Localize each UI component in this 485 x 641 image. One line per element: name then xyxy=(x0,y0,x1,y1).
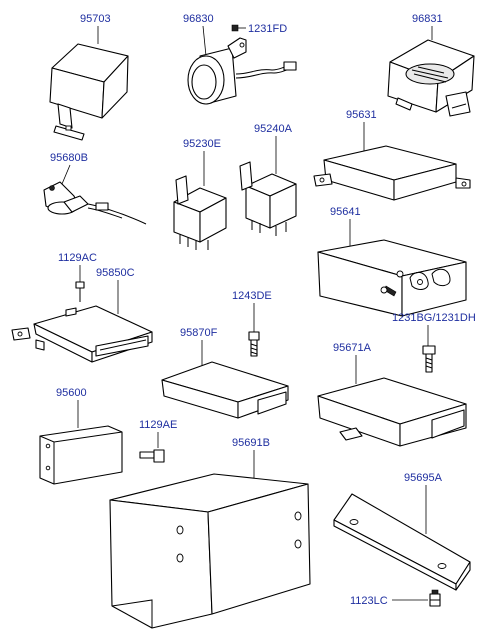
label-95691B: 95691B xyxy=(232,437,270,449)
bolt-1123LC: 1123LC xyxy=(350,589,441,607)
label-95240A: 95240A xyxy=(254,123,293,135)
label-95641: 95641 xyxy=(330,206,361,218)
relay-95230E: 95230E xyxy=(173,138,227,250)
relay-95240A: 95240A xyxy=(239,123,297,236)
label-95703: 95703 xyxy=(80,13,111,25)
label-95695A: 95695A xyxy=(404,472,443,484)
label-1129AE: 1129AE xyxy=(139,419,177,431)
label-1231FD: 1231FD xyxy=(248,23,287,35)
module-95870F: 95870F xyxy=(161,327,289,419)
bracket-95695A: 95695A xyxy=(333,472,471,591)
label-1129AC: 1129AC xyxy=(58,252,97,264)
speaker-96831: 96831 xyxy=(387,13,475,117)
label-96831: 96831 xyxy=(412,13,443,25)
bolt-1243DE: 1243DE xyxy=(232,290,272,357)
label-95671A: 95671A xyxy=(333,342,372,354)
module-95850C: 95850C xyxy=(11,267,153,363)
bolt-1129AE: 1129AE xyxy=(139,419,177,463)
label-1123LC: 1123LC xyxy=(350,595,388,607)
module-95641: 95641 xyxy=(317,206,467,317)
relay-box-95703: 95703 xyxy=(49,13,129,141)
label-96830: 96830 xyxy=(183,13,214,25)
sensor-95680B: 95680B xyxy=(43,152,147,225)
label-95680B: 95680B xyxy=(50,152,88,164)
label-95631: 95631 xyxy=(346,109,377,121)
module-95631: 95631 xyxy=(313,109,471,201)
label-95600: 95600 xyxy=(56,387,87,399)
label-1243DE: 1243DE xyxy=(232,290,272,302)
buzzer-96830: 96830 1231FD xyxy=(183,13,297,105)
label-1231BG: 1231BG/1231DH xyxy=(392,312,476,324)
bolt-1129AC: 1129AC xyxy=(58,252,97,302)
label-95850C: 95850C xyxy=(96,267,135,279)
cover-95691B: 95691B xyxy=(109,437,311,629)
panel-95600: 95600 xyxy=(39,387,123,485)
bolt-1231BG: 1231BG/1231DH xyxy=(392,312,476,373)
module-95671A: 95671A xyxy=(317,342,467,447)
label-95870F: 95870F xyxy=(180,327,218,339)
label-95230E: 95230E xyxy=(183,138,221,150)
